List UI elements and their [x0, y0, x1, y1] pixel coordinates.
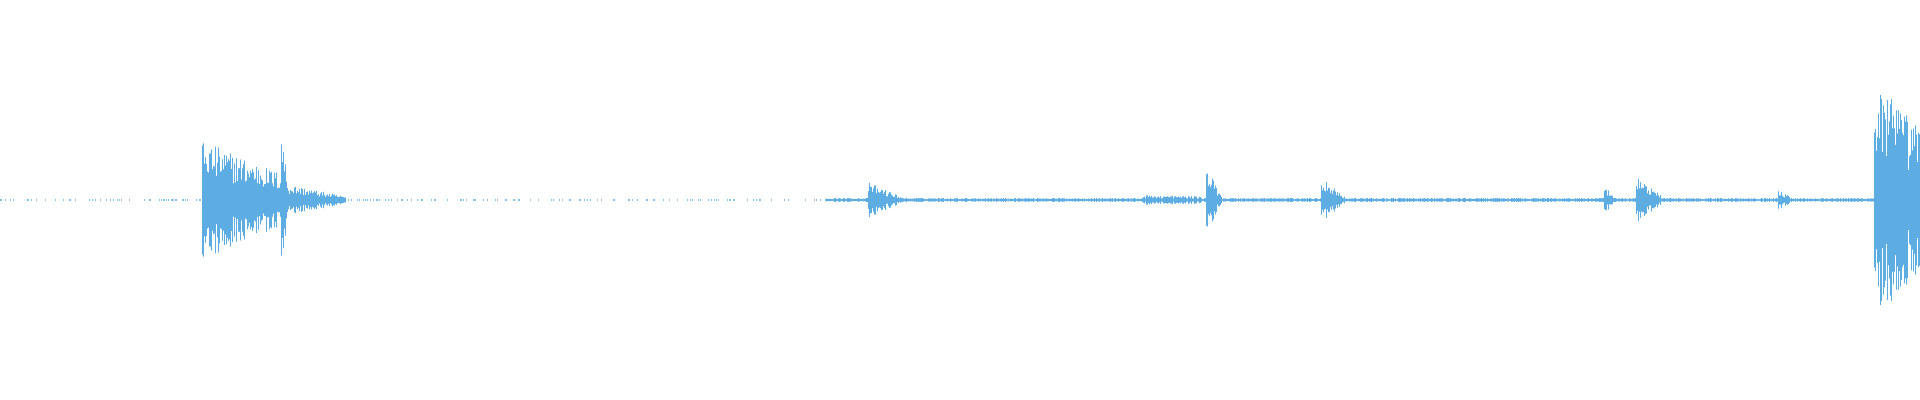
waveform-bars: [0, 94, 1920, 306]
waveform-path: [0, 94, 1920, 306]
